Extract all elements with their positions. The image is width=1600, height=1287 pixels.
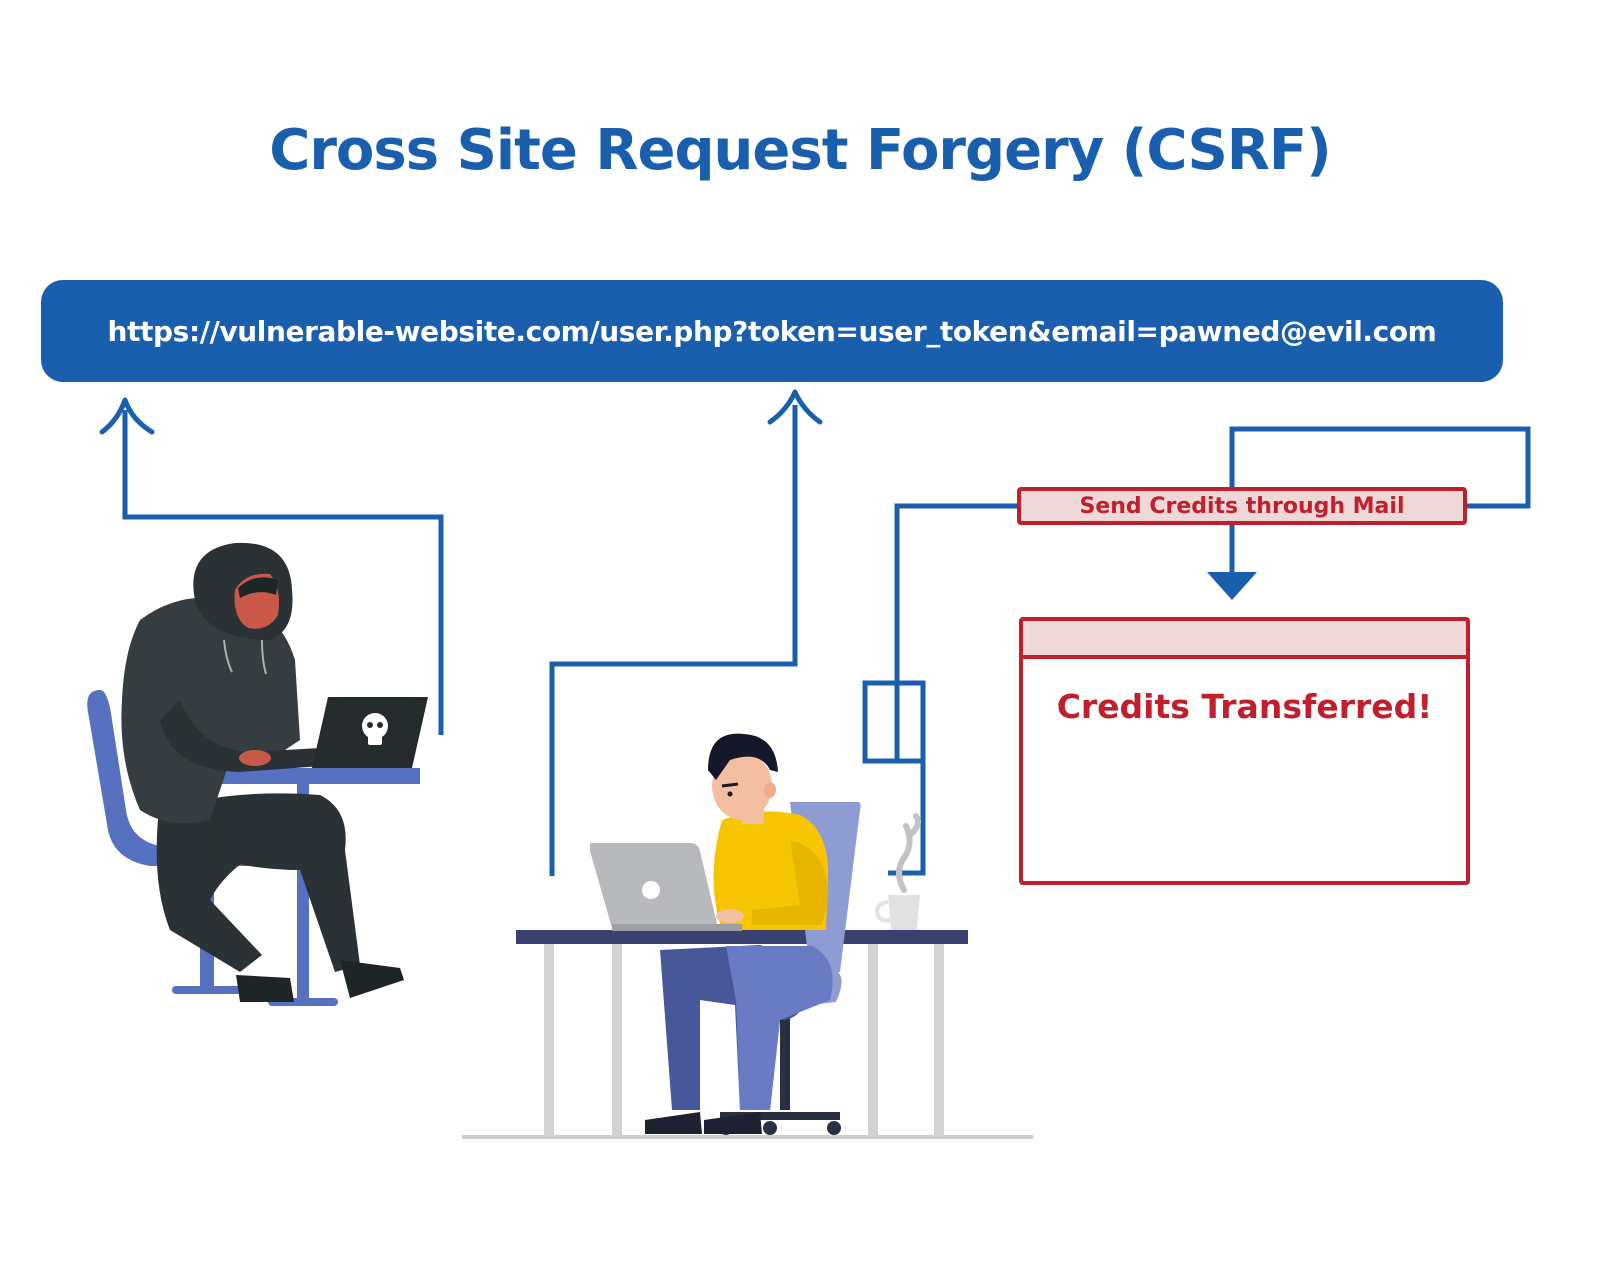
send-connector: [894, 503, 1017, 760]
user-figure: [462, 733, 1033, 1139]
credits-result-window: Credits Transferred!: [1019, 617, 1470, 885]
hacker-table: [187, 768, 420, 784]
url-text: https://vulnerable-website.com/user.php?…: [107, 314, 1437, 348]
result-window-titlebar: [1023, 621, 1466, 659]
hacker-chair: [87, 690, 260, 866]
url-bar: https://vulnerable-website.com/user.php?…: [41, 280, 1503, 382]
desk: [516, 930, 968, 944]
page-title: Cross Site Request Forgery (CSRF): [269, 118, 1332, 183]
skull-icon: [362, 713, 388, 745]
hacker-figure: [87, 542, 428, 1006]
arrow-down-icon: [1207, 572, 1257, 600]
mail-loop: [1229, 426, 1531, 509]
result-heading: Credits Transferred!: [1056, 687, 1433, 726]
cookie-box: [862, 680, 926, 764]
hacker-connector: [122, 410, 444, 735]
send-credits-label: Send Credits through Mail: [1017, 487, 1467, 525]
arrow-up-icon: [767, 389, 823, 425]
coffee-cup-icon: [875, 813, 921, 930]
arrow-up-icon: [99, 397, 155, 435]
user-connector: [549, 405, 798, 876]
